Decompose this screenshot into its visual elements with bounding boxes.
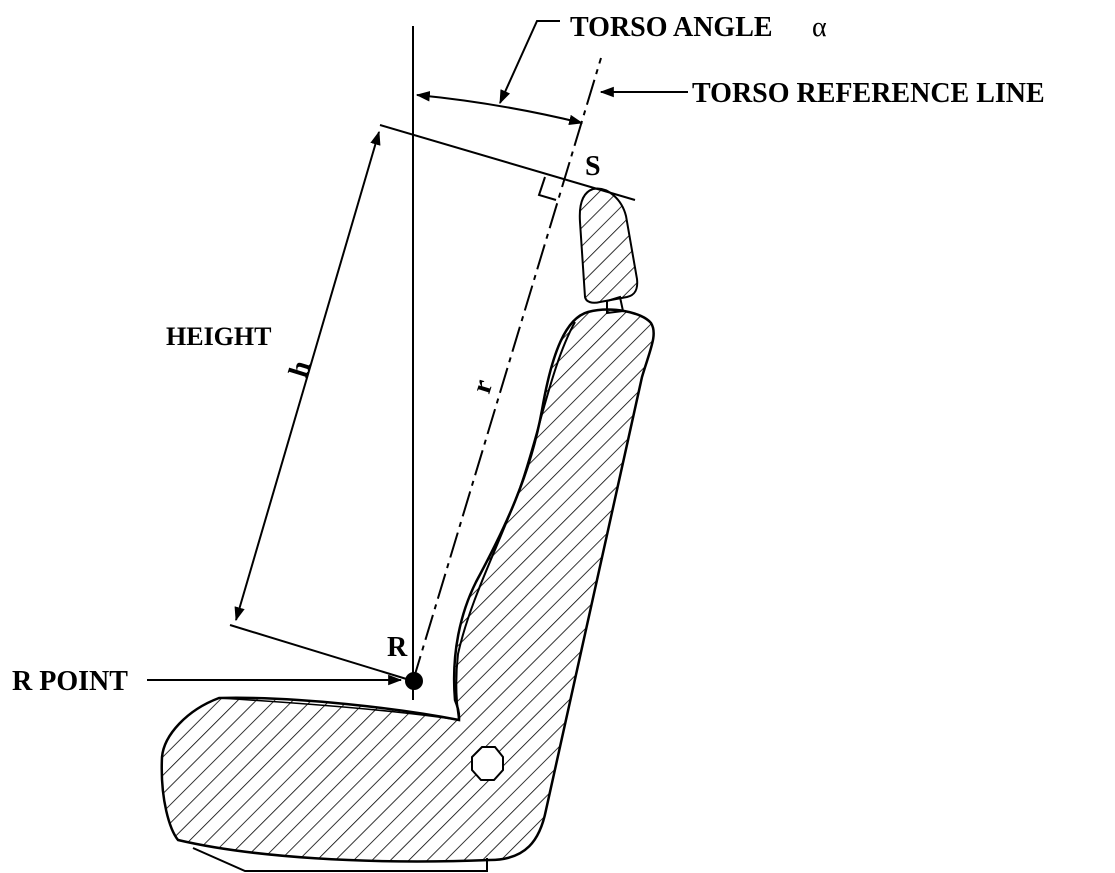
r-lower-label: r [466,376,499,397]
r-point-label: R POINT [12,666,128,697]
height-label: HEIGHT [166,322,271,351]
right-angle-marker [537,176,557,201]
s-perpendicular-line [379,124,636,201]
r-point-letter: R [387,632,408,663]
torso-angle-label: TORSO ANGLE [570,12,773,43]
seat-shape [160,308,655,863]
height-dimension-arrow [234,130,381,622]
recliner-hinge [471,746,504,781]
headrest-shape [578,187,639,304]
r-point-dot [405,672,423,690]
torso-angle-leader [499,20,560,105]
seat-top-edge-detail [218,697,460,721]
r-perpendicular-line [229,624,414,682]
torso-angle-arc [415,91,584,126]
alpha-symbol: α [812,12,827,43]
s-label: S [585,151,601,182]
torso-reference-line [412,57,602,682]
cushion-inner-edge [455,321,576,721]
seat-base-frame [192,847,488,872]
torso-reference-line-label: TORSO REFERENCE LINE [692,78,1045,109]
